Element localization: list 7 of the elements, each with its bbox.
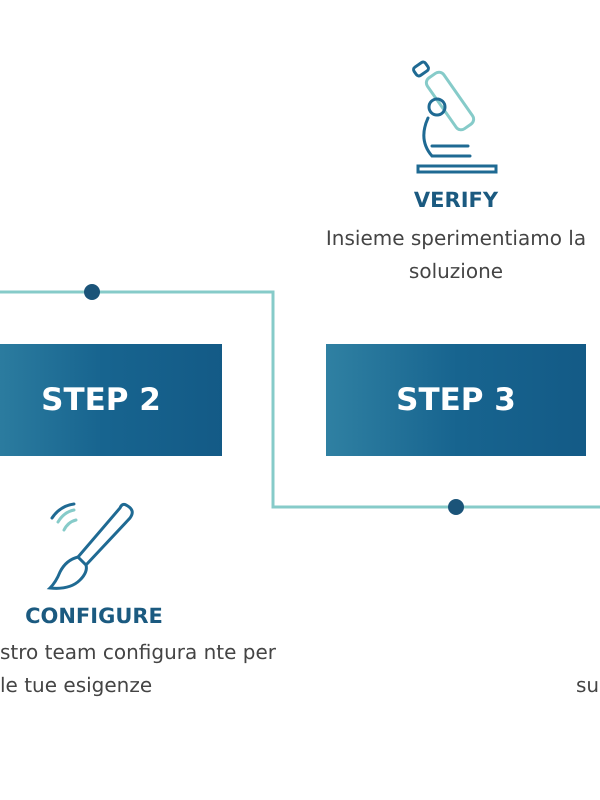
step-description: stro team configura nte per le tue esigenze — [0, 639, 277, 699]
partial-text: su — [576, 672, 600, 699]
step-heading: VERIFY — [412, 188, 500, 212]
step-description: Insieme sperimentiamo la soluzione — [324, 225, 588, 285]
step-box: STEP 3 — [326, 344, 586, 456]
step-heading: CONFIGURE — [24, 604, 164, 628]
step-box: STEP 2 — [0, 344, 222, 456]
